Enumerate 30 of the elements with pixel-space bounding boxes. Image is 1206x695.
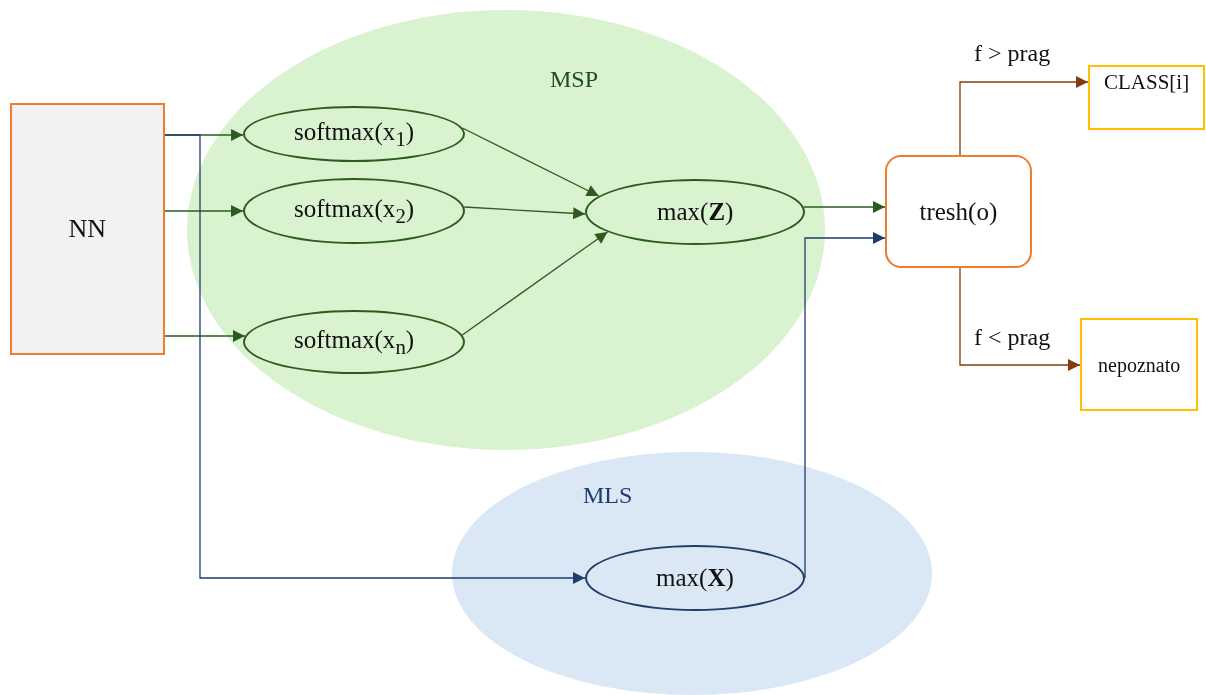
function-ellipse: [585, 545, 805, 611]
decision-box: [885, 155, 1032, 268]
node-label: nepoznato: [1098, 353, 1181, 376]
node-label: MLS: [583, 482, 633, 509]
node-label: tresh(o): [919, 197, 998, 225]
function-ellipse: [243, 310, 465, 374]
arrow: [164, 205, 244, 217]
function-ellipse: [585, 179, 805, 245]
arrow: [463, 206, 586, 220]
node-label: NN: [68, 214, 107, 244]
arrow: [959, 76, 1089, 156]
arrow: [164, 134, 586, 584]
function-ellipse: [243, 178, 465, 244]
arrow: [164, 330, 246, 342]
function-ellipse: [243, 106, 465, 162]
process-box: [10, 103, 165, 355]
arrow: [959, 267, 1081, 371]
arrow: [461, 127, 600, 197]
node-label: softmax(x$_{1}$): [294, 117, 415, 151]
node-label: CLASS[i]: [1104, 71, 1190, 95]
output-box: [1088, 65, 1205, 130]
node-label: max(Z): [657, 198, 734, 226]
node-label: max(X): [656, 564, 734, 592]
node-label: MSP: [550, 66, 599, 93]
arrow: [461, 231, 609, 336]
node-label: softmax(x$_{n}$): [294, 325, 415, 359]
arrow: [804, 232, 886, 579]
output-box: [1080, 318, 1198, 411]
node-label: softmax(x$_{2}$): [294, 194, 415, 228]
arrow: [803, 201, 886, 213]
